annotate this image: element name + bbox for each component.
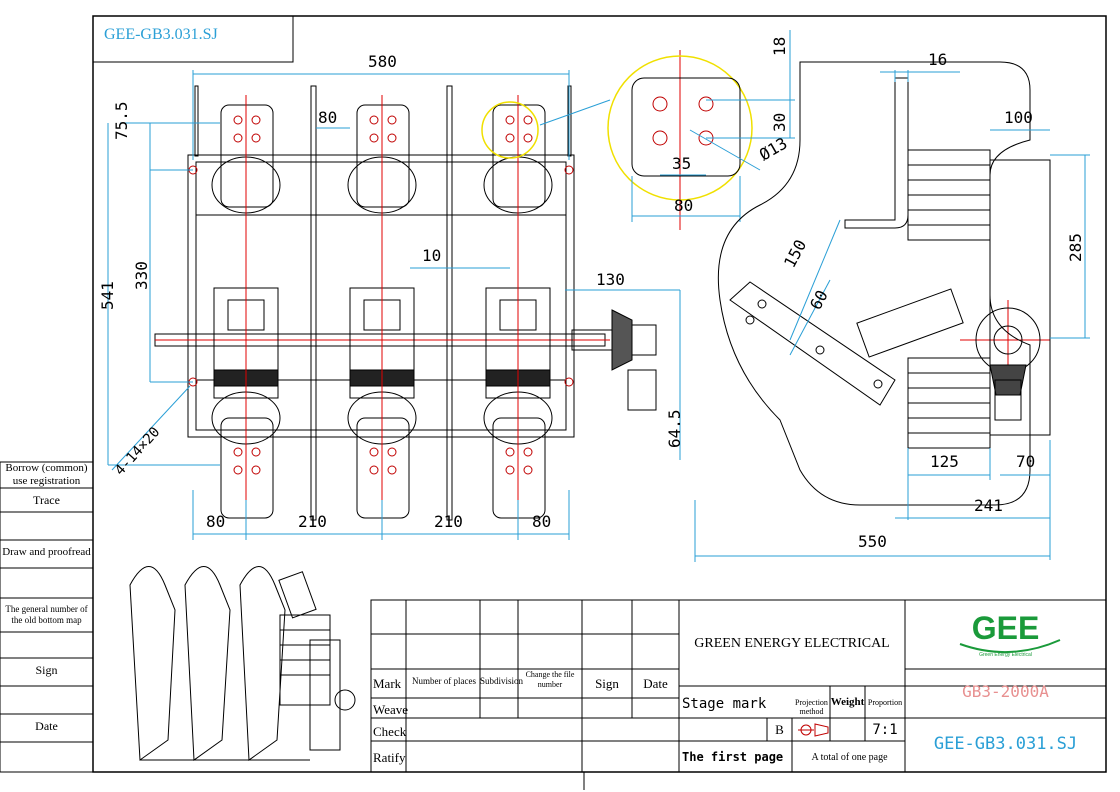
tb-weight: Weight [830,696,865,708]
top-drawing-code: GEE-GB3.031.SJ [104,26,218,43]
tb-projection: Projection method [795,698,828,716]
left-column-grid [0,461,94,773]
tb-stage-mark: Stage mark [682,696,767,712]
tb-mark: Mark [373,676,402,691]
top-code-box [93,16,294,63]
dim-10: 10 [422,246,442,265]
dim-side-550: 550 [858,532,887,551]
dim-detail-30: 30 [770,112,789,132]
left-label-trace: Trace [33,493,60,507]
dim-541: 541 [98,281,117,310]
tb-logo-tagline: Green Energy Electrical [979,652,1032,658]
tb-change-file: Change the file number [525,670,575,689]
tb-first-page: The first page [682,750,784,764]
left-label-sign: Sign [35,663,58,677]
tb-total-pages: A total of one page [811,752,888,763]
detail-circle-large [607,55,753,201]
logo-swoosh-icon [959,639,1061,654]
dim-bottom-210-right: 210 [434,512,463,531]
dim-side-241: 241 [974,496,1003,515]
side-dim-lines [694,70,1090,562]
tb-ratify: Ratify [373,750,406,765]
tb-model: GB3-2000A [962,682,1049,701]
tb-places: Number of places [412,676,476,686]
front-dim-lines [107,30,795,540]
left-label-borrow: Borrow (common) use registration [5,462,88,487]
dim-side-100: 100 [1004,108,1033,127]
left-label-old-map: The general number of the old bottom map [5,604,88,625]
dim-side-125: 125 [930,452,959,471]
tb-sign: Sign [595,676,619,691]
detail-plate [631,77,741,177]
dim-detail-35: 35 [672,154,692,173]
tb-stage-value: B [775,722,784,737]
detail-circle-small [481,101,539,159]
tb-proportion: Proportion [867,698,903,707]
dim-64-5: 64.5 [665,409,684,448]
side-view [717,61,1051,506]
dim-80-top: 80 [318,108,338,127]
dim-detail-18: 18 [770,36,789,56]
projection-symbol-icon [798,723,829,737]
dim-130: 130 [596,270,625,289]
drawing-frame [92,15,1107,773]
dim-bottom-210-left: 210 [298,512,327,531]
dim-side-70: 70 [1016,452,1036,471]
dim-580: 580 [368,52,397,71]
tb-subdivision: Subdivision [480,676,524,686]
dim-bottom-80-right: 80 [532,512,552,531]
tb-weave: Weave [373,702,409,717]
left-label-draw: Draw and proofread [2,546,91,558]
tb-date: Date [643,676,668,691]
title-block-grid [370,599,1107,773]
dim-75-5: 75.5 [112,101,131,140]
tb-check: Check [373,724,407,739]
dim-side-16: 16 [928,50,948,69]
centerlines [245,50,1050,508]
tb-company: GREEN ENERGY ELECTRICAL [694,636,890,651]
hole-markers [188,115,574,475]
dim-330: 330 [132,261,151,290]
isometric-view [129,566,356,761]
tb-logo: GEE [971,610,1040,646]
dim-detail-80: 80 [674,196,694,215]
front-gear [571,309,657,411]
dim-side-285: 285 [1066,233,1085,262]
dim-bottom-80-left: 80 [206,512,226,531]
tb-code: GEE-GB3.031.SJ [933,734,1078,754]
tb-scale: 7:1 [872,722,898,738]
front-view [154,85,610,521]
left-label-date: Date [35,719,58,733]
